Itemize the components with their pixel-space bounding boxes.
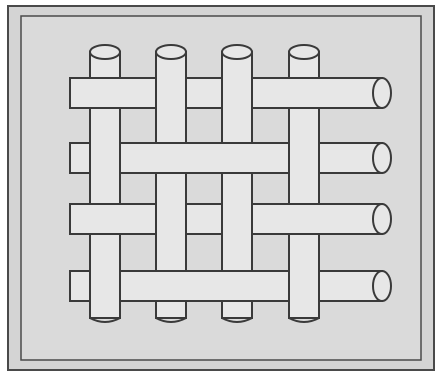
woven-rods-diagram xyxy=(0,0,441,377)
